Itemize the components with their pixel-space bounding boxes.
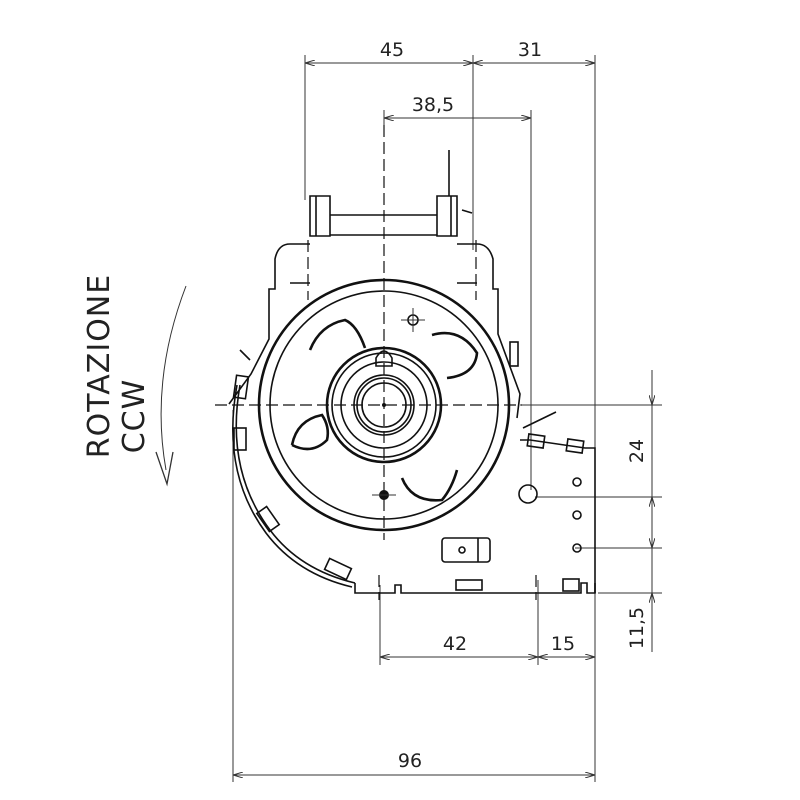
dimension-38-5: 38,5: [384, 94, 531, 118]
blower-housing: [228, 150, 596, 600]
dimension-11-5: 11,5: [626, 515, 652, 652]
dimension-11-5-label: 11,5: [626, 607, 648, 649]
rotation-note: ROTAZIONE CCW: [82, 274, 187, 487]
rotation-arrow-icon: [160, 285, 187, 471]
dimension-24: 24: [626, 370, 652, 530]
center-lines: [215, 125, 522, 540]
dimension-31-label: 31: [518, 39, 542, 61]
dimension-15: 15: [538, 633, 595, 657]
extension-lines: [232, 55, 662, 782]
dimension-45-label: 45: [380, 39, 404, 61]
dimension-31: 31: [473, 39, 595, 63]
dimension-96-label: 96: [398, 750, 422, 772]
rotation-label: ROTAZIONE: [82, 274, 117, 458]
dimension-42: 42: [380, 633, 538, 657]
dimension-45: 45: [305, 39, 473, 63]
motor-clips: [290, 318, 479, 502]
dimension-38-5-label: 38,5: [412, 94, 454, 116]
mounting-holes: [572, 477, 582, 553]
rotation-arrowhead-icon: [155, 451, 174, 487]
dimension-42-label: 42: [443, 633, 467, 655]
dimension-24-label: 24: [626, 439, 648, 463]
rotation-direction: CCW: [117, 379, 152, 454]
dimension-96: 96: [233, 750, 595, 775]
dimension-15-label: 15: [551, 633, 575, 655]
